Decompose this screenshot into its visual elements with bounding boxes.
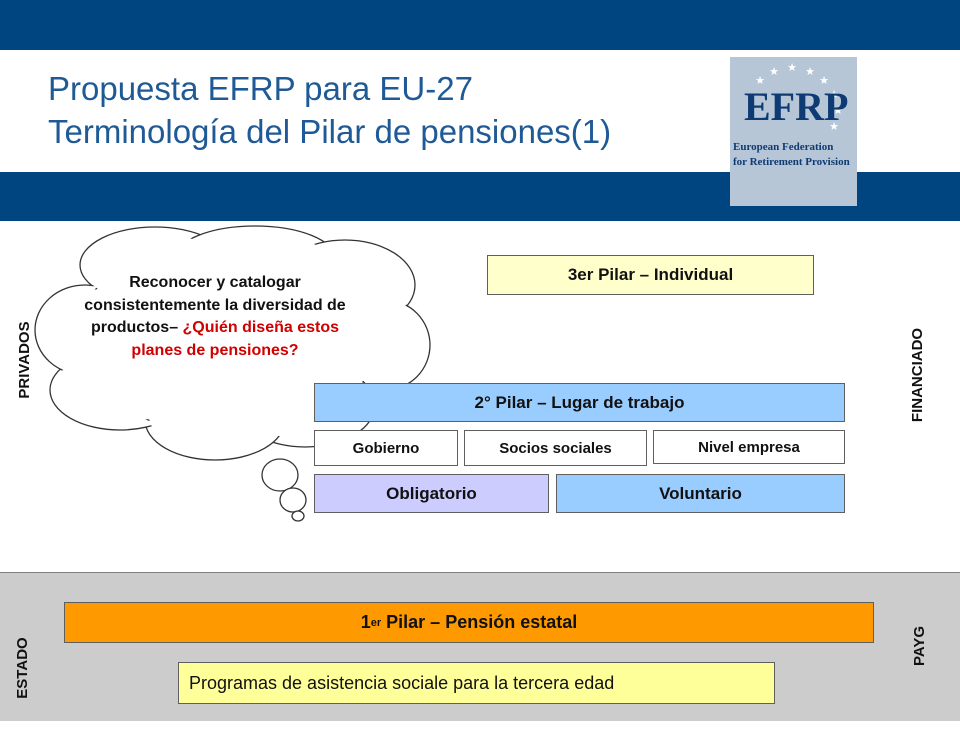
eu-stars-icon: ★ ★ ★ ★ ★ ★ ★ ★ [755,61,843,133]
svg-text:★: ★ [829,120,839,133]
programas-box: Programas de asistencia sociale para la … [178,662,775,704]
page-title-line-1: Propuesta EFRP para EU-27 [48,70,473,107]
logo-subtitle: European Federation for Retirement Provi… [733,140,857,170]
svg-text:★: ★ [833,104,843,117]
svg-text:★: ★ [755,74,765,87]
second-pillar-box: 2° Pilar – Lugar de trabajo [314,383,845,422]
privados-label: PRIVADOS [16,321,33,399]
third-pillar-box: 3er Pilar – Individual [487,255,814,295]
estado-label: ESTADO [14,637,31,699]
logo-name: EFRP [744,84,849,129]
svg-text:★: ★ [805,65,815,78]
obligatorio-box: Obligatorio [314,474,549,513]
first-pillar-superscript: er [370,616,382,629]
nivel-empresa-box: Nivel empresa [653,430,845,464]
svg-text:★: ★ [819,74,829,87]
voluntario-box: Voluntario [556,474,845,513]
gobierno-box: Gobierno [314,430,458,466]
financiado-label: FINANCIADO [909,327,926,423]
thought-cloud [34,225,431,522]
cloud-text-red: ¿Quién diseña estos planes de pensiones? [131,319,340,359]
cloud-text: Reconocer y catalogar consistentemente l… [80,272,350,362]
first-pillar-label: Pilar – Pensión estatal [381,612,578,632]
cloud-text-black: Reconocer y catalogar consistentemente l… [84,274,346,336]
svg-text:★: ★ [769,65,779,78]
page-title-line-2: Terminología del Pilar de pensiones(1) [48,113,612,150]
logo-subtitle-line-1: European Federation [733,141,834,153]
payg-label: PAYG [911,625,928,667]
first-pillar-number: 1 [360,612,371,632]
efrp-logo: ★ ★ ★ ★ ★ ★ ★ ★ EFRP European Federation… [730,57,857,206]
top-band [0,0,960,50]
svg-text:★: ★ [787,61,797,74]
socios-sociales-box: Socios sociales [464,430,647,466]
logo-subtitle-line-2: for Retirement Provision [733,156,850,168]
svg-text:★: ★ [829,88,839,101]
